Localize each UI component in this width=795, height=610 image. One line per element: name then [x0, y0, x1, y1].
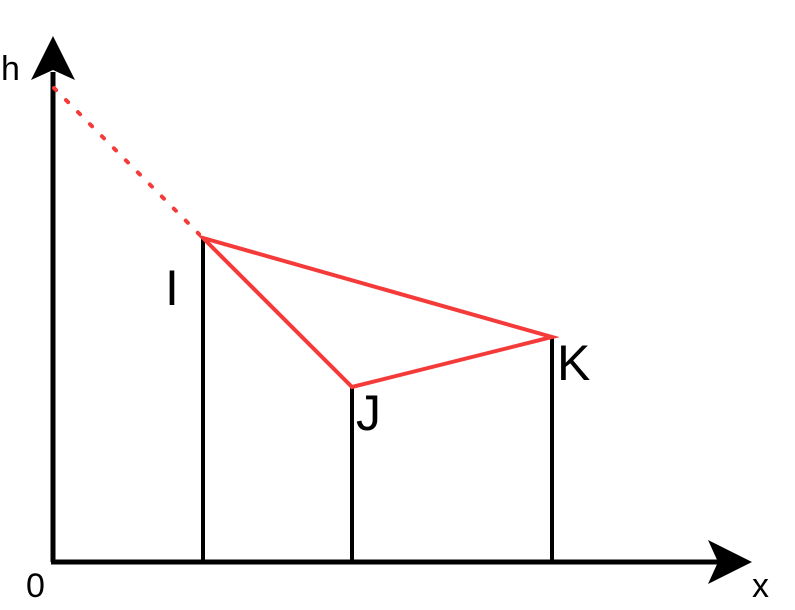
x-axis-label: x — [752, 567, 769, 605]
point-label-j: J — [356, 385, 381, 441]
y-axis-label: h — [1, 50, 20, 88]
point-label-i: I — [165, 260, 179, 316]
x-axis-arrowhead — [708, 540, 752, 584]
origin-label: 0 — [26, 567, 45, 605]
point-label-k: K — [557, 335, 590, 391]
y-axis-arrowhead — [31, 36, 75, 80]
height-lines — [201, 238, 554, 562]
triangle-ijk — [196, 233, 560, 390]
dotted-extension-line — [52, 86, 201, 236]
axes — [31, 36, 752, 584]
